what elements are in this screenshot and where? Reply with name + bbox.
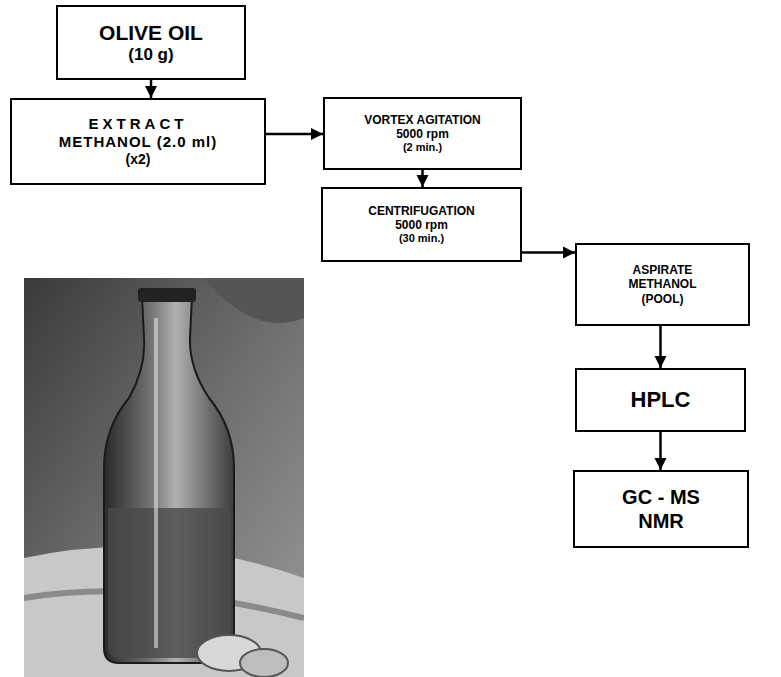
process-box: OLIVE OIL(10 g) xyxy=(56,5,246,80)
box-text: (2 min.) xyxy=(403,141,442,154)
process-box: GC - MSNMR xyxy=(573,470,749,548)
flow-arrow xyxy=(417,170,429,187)
box-text: (30 min.) xyxy=(399,232,444,245)
process-box: ASPIRATEMETHANOL(POOL) xyxy=(575,243,750,326)
box-text: EXTRACT xyxy=(89,115,188,133)
box-text: METHANOL (2.0 ml) xyxy=(59,133,217,151)
flow-arrow xyxy=(145,80,157,98)
box-text: HPLC xyxy=(631,387,691,413)
process-box: VORTEX AGITATION5000 rpm(2 min.) xyxy=(323,97,522,170)
process-box: EXTRACTMETHANOL (2.0 ml)(x2) xyxy=(10,98,266,185)
box-text: (POOL) xyxy=(642,292,684,306)
bottle-photo xyxy=(24,278,304,677)
box-text: METHANOL xyxy=(629,277,697,291)
box-text: GC - MS xyxy=(622,485,700,509)
process-box: HPLC xyxy=(575,368,746,432)
box-text: VORTEX AGITATION xyxy=(364,113,480,127)
flow-arrow xyxy=(655,326,667,368)
process-box: CENTRIFUGATION5000 rpm(30 min.) xyxy=(321,187,522,262)
flow-arrow xyxy=(522,247,575,259)
box-text: OLIVE OIL xyxy=(99,20,203,45)
box-text: ASPIRATE xyxy=(633,263,693,277)
flow-arrow xyxy=(266,128,323,140)
box-text: (10 g) xyxy=(128,45,173,65)
box-text: 5000 rpm xyxy=(395,218,448,232)
flow-arrow xyxy=(655,432,667,470)
box-text: NMR xyxy=(638,509,684,533)
box-text: (x2) xyxy=(126,151,151,168)
box-text: CENTRIFUGATION xyxy=(368,204,474,218)
box-text: 5000 rpm xyxy=(396,127,449,141)
